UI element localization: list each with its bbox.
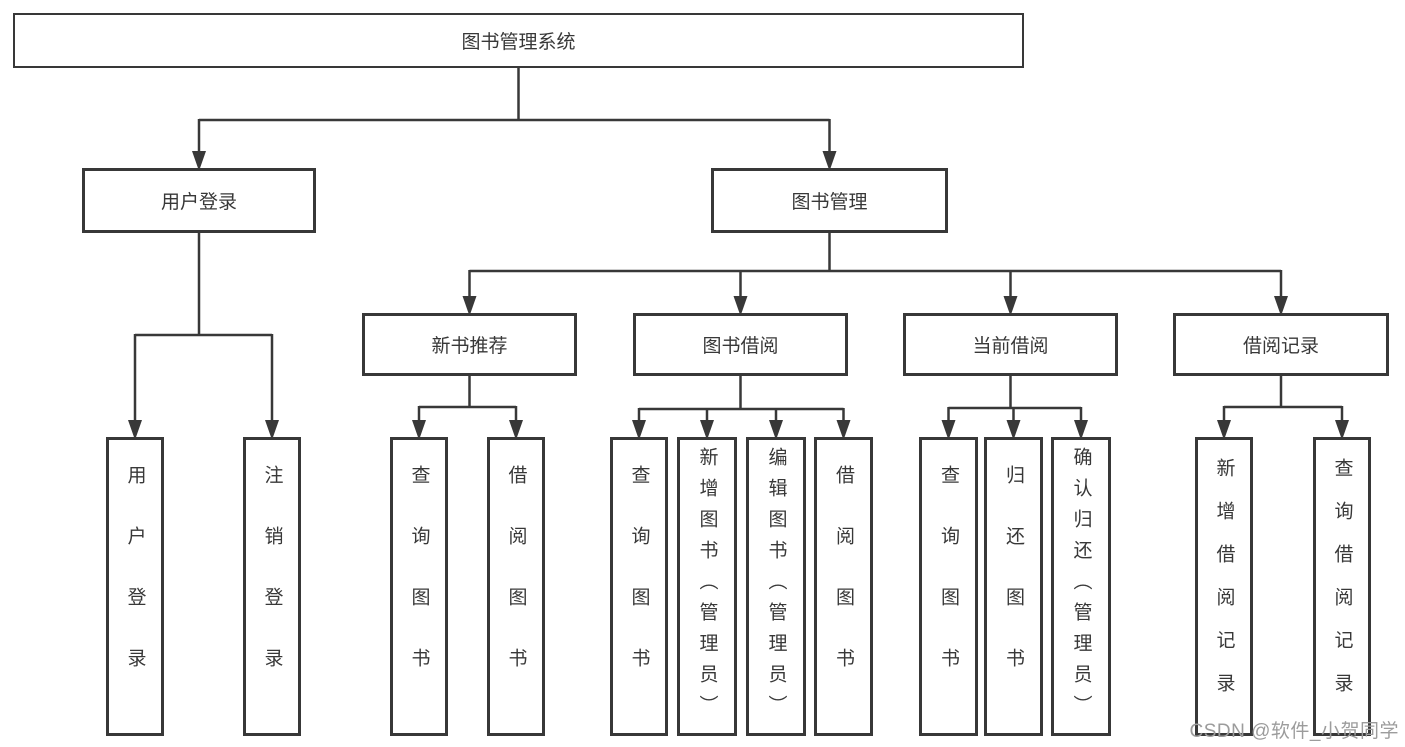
- node-borrow-records: 借阅记录: [1173, 313, 1389, 376]
- node-leaf-user-login: 用户登录: [106, 437, 164, 736]
- arrowhead-icon: [462, 296, 477, 316]
- node-label: 查询借阅记录: [1331, 457, 1353, 716]
- node-leaf-query-book-2: 查询图书: [610, 437, 668, 736]
- node-label: 借阅图书: [833, 464, 854, 709]
- arrowhead-icon: [1274, 296, 1288, 316]
- arrowhead-icon: [412, 420, 426, 440]
- node-leaf-add-record: 新增借阅记录: [1195, 437, 1253, 736]
- node-leaf-logout: 注销登录: [243, 437, 301, 736]
- arrowhead-icon: [1003, 296, 1018, 316]
- node-label: 当前借阅: [972, 336, 1049, 357]
- arrowhead-icon: [1006, 420, 1021, 440]
- node-leaf-query-book-1: 查询图书: [390, 437, 448, 736]
- node-leaf-add-book: 新增图书（管理员）: [677, 437, 737, 736]
- node-leaf-return-book: 归还图书: [984, 437, 1043, 736]
- node-label: 查询图书: [938, 464, 959, 709]
- node-label: 编辑图书（管理员）: [765, 447, 787, 726]
- node-leaf-borrow-book-1: 借阅图书: [487, 437, 545, 736]
- arrowhead-icon: [700, 420, 714, 440]
- node-user-login: 用户登录: [82, 168, 316, 233]
- node-book-borrow: 图书借阅: [633, 313, 848, 376]
- arrowhead-icon: [1074, 420, 1088, 440]
- node-current-borrow: 当前借阅: [903, 313, 1118, 376]
- arrowhead-icon: [632, 420, 646, 440]
- node-label: 注销登录: [261, 464, 283, 709]
- node-leaf-query-book-3: 查询图书: [919, 437, 978, 736]
- watermark: CSDN @软件_小贺同学: [1189, 721, 1399, 742]
- arrowhead-icon: [769, 420, 783, 440]
- node-label: 图书借阅: [702, 336, 779, 357]
- node-label: 新增图书（管理员）: [696, 447, 718, 726]
- node-label: 查询图书: [628, 464, 650, 709]
- node-label: 确认归还（管理员）: [1070, 447, 1092, 726]
- node-label: 用户登录: [124, 464, 146, 709]
- node-label: 用户登录: [160, 192, 237, 213]
- node-label: 借阅记录: [1242, 336, 1319, 357]
- node-label: 图书管理: [791, 192, 868, 213]
- node-new-books: 新书推荐: [362, 313, 577, 376]
- node-leaf-edit-book: 编辑图书（管理员）: [746, 437, 806, 736]
- node-label: 查询图书: [408, 464, 430, 709]
- node-leaf-borrow-book-2: 借阅图书: [814, 437, 873, 736]
- arrowhead-icon: [822, 151, 837, 171]
- arrowhead-icon: [265, 420, 279, 440]
- node-label: 新书推荐: [431, 336, 508, 357]
- arrowhead-icon: [733, 296, 748, 316]
- node-leaf-query-record: 查询借阅记录: [1313, 437, 1371, 736]
- node-label: 新增借阅记录: [1213, 457, 1235, 716]
- node-leaf-confirm-return: 确认归还（管理员）: [1051, 437, 1111, 736]
- node-root: 图书管理系统: [13, 13, 1024, 68]
- arrowhead-icon: [1335, 420, 1349, 440]
- node-label: 图书管理系统: [461, 32, 576, 53]
- arrowhead-icon: [941, 420, 956, 440]
- arrowhead-icon: [1217, 420, 1231, 440]
- node-book-mgmt: 图书管理: [711, 168, 948, 233]
- arrowhead-icon: [192, 151, 206, 171]
- node-label: 借阅图书: [505, 464, 527, 709]
- arrowhead-icon: [128, 420, 142, 440]
- arrowhead-icon: [836, 420, 851, 440]
- arrowhead-icon: [509, 420, 523, 440]
- node-label: 归还图书: [1003, 464, 1024, 709]
